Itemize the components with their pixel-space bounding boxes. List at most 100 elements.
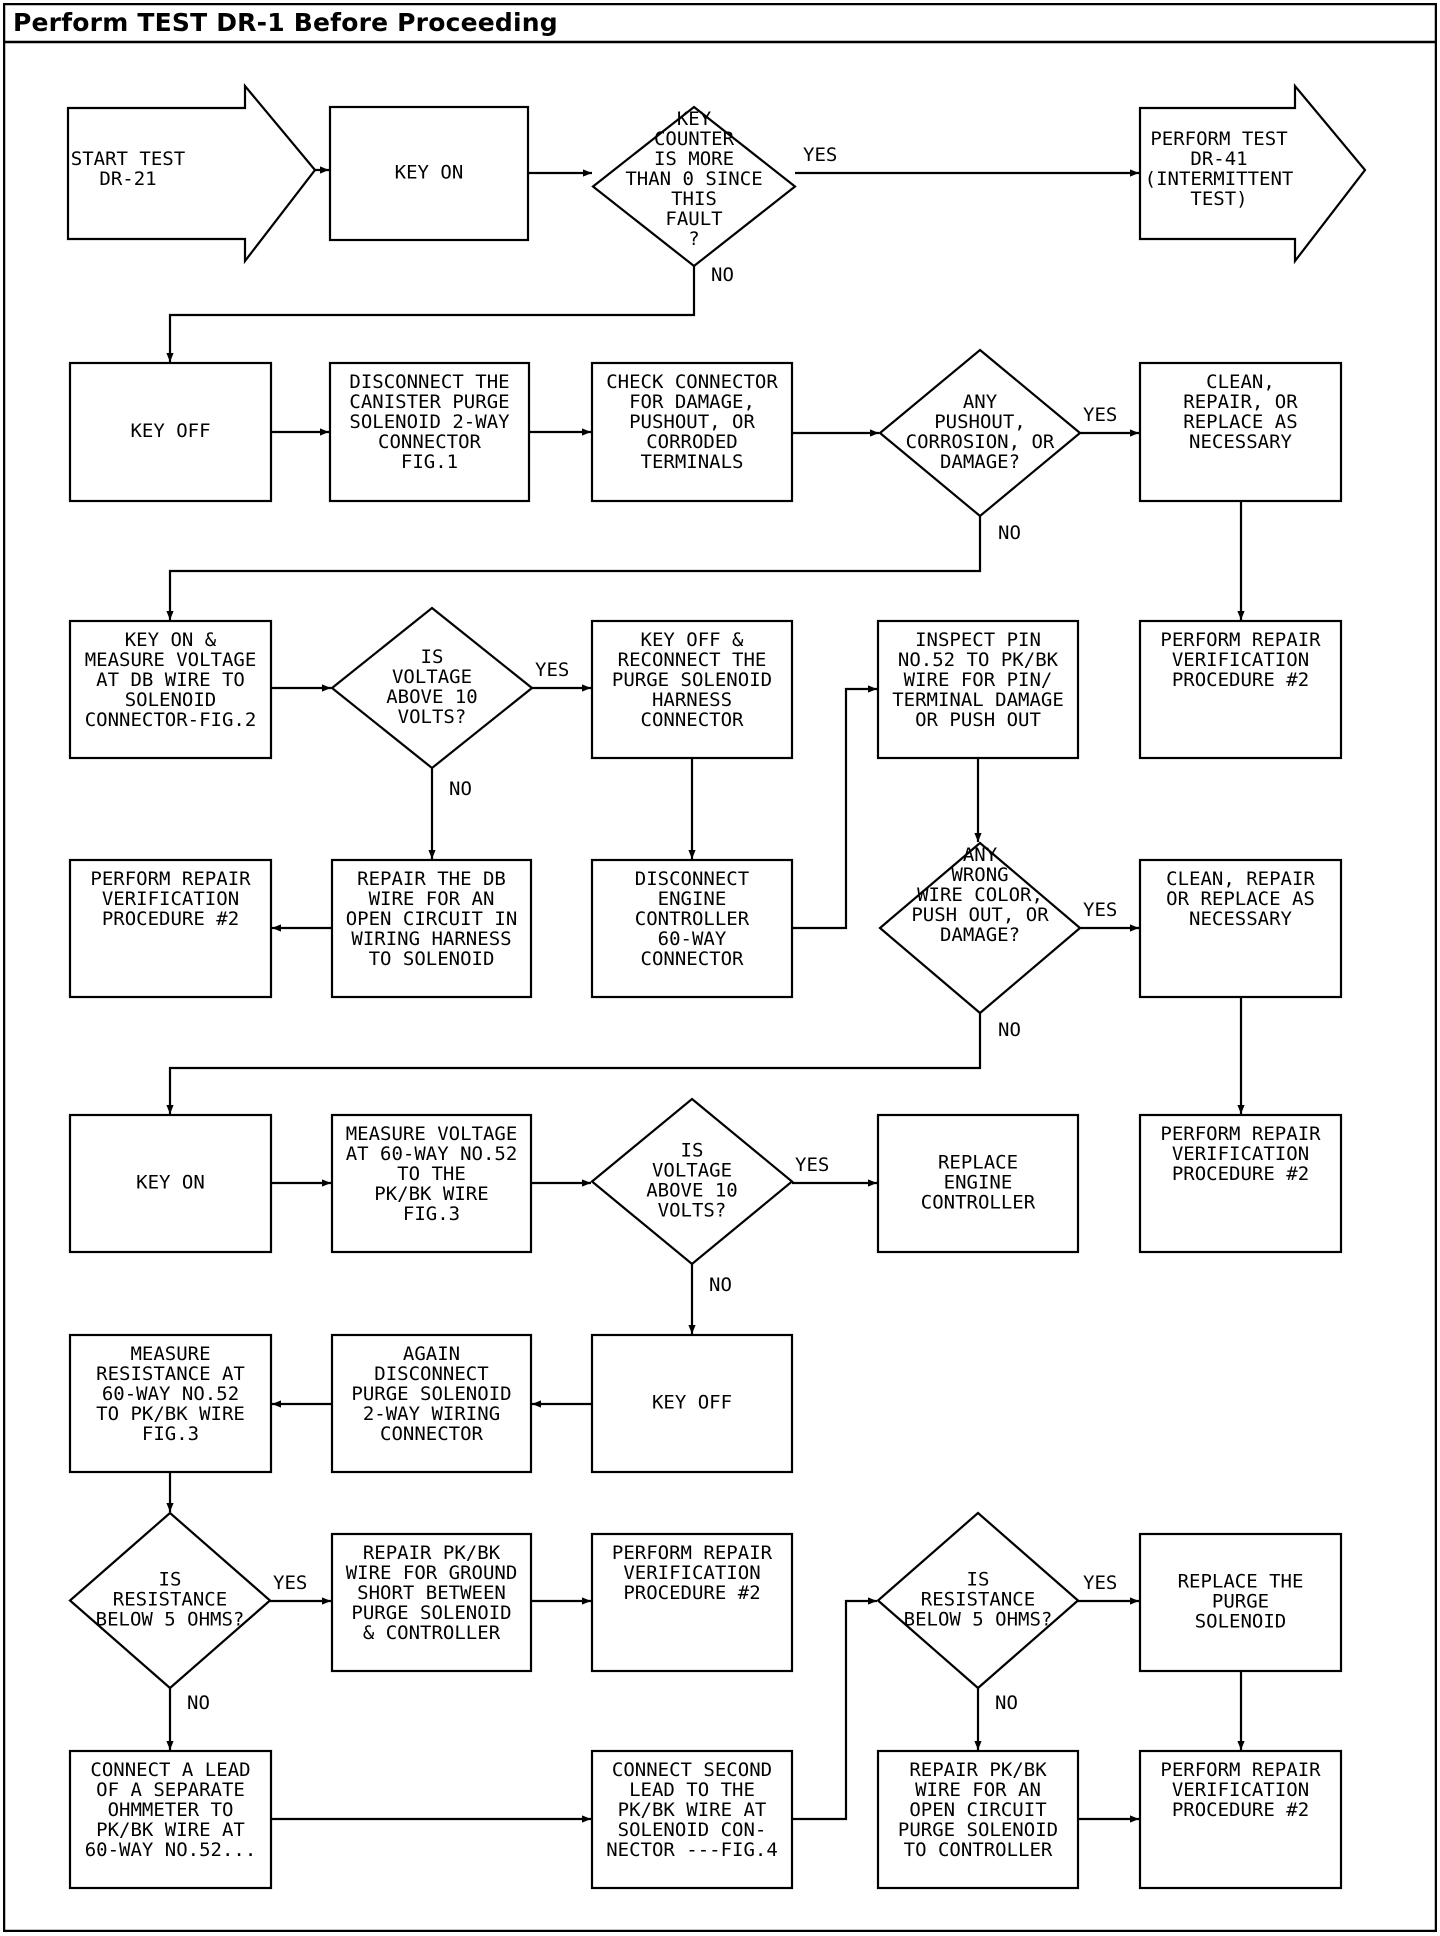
- node-d-voltage-2-diamond: [590, 1097, 794, 1266]
- node-d-voltage-2-line-2: VOLTAGE: [652, 1160, 732, 1182]
- node-reconnect-line-3: PURGE SOLENOID: [612, 669, 772, 691]
- node-clean-repair-1-box: [1138, 361, 1343, 503]
- node-d-key-counter-line-4: THAN 0 SINCE: [625, 168, 762, 190]
- node-d-wrong-wire-diamond: [878, 841, 1082, 1015]
- node-reconnect-line-1: KEY OFF &: [641, 629, 745, 651]
- node-check-connector-line-2: FOR DAMAGE,: [629, 391, 755, 413]
- node-perform-dr41-line-3: (INTERMITTENT: [1145, 168, 1294, 190]
- page-title: Perform TEST DR-1 Before Proceeding: [13, 8, 558, 37]
- outer-border: [3, 3, 1437, 1932]
- node-measure-db-line-3: AT DB WIRE TO: [96, 669, 245, 691]
- node-measure-db-line-4: SOLENOID: [125, 689, 217, 711]
- edge-second-to-decision: [792, 1597, 877, 1821]
- node-verify-4-line-3: PROCEDURE #2: [623, 1582, 760, 1604]
- label-no-1: NO: [711, 264, 734, 286]
- node-clean-repair-2-box: [1138, 858, 1343, 999]
- node-perform-dr41-line-4: TEST): [1190, 188, 1247, 210]
- node-key-on-2-box: [68, 1113, 273, 1254]
- node-connect-second-box: [590, 1749, 794, 1890]
- node-connect-lead-line-1: CONNECT A LEAD: [90, 1759, 250, 1781]
- node-measure-60way-line-2: AT 60-WAY NO.52: [346, 1143, 518, 1165]
- node-d-wrong-wire-line-2: WRONG: [951, 864, 1008, 886]
- node-d-pushout-line-4: DAMAGE?: [940, 451, 1020, 473]
- node-d-pushout-diamond: [878, 348, 1082, 518]
- node-repair-db-line-2: WIRE FOR AN: [369, 888, 495, 910]
- node-replace-solenoid-line-1: REPLACE THE: [1178, 1571, 1304, 1593]
- node-reconnect-box: [590, 619, 794, 760]
- node-again-disconnect-line-2: DISCONNECT: [374, 1363, 488, 1385]
- node-verify-3-line-1: PERFORM REPAIR: [1160, 1123, 1321, 1145]
- node-d-res-1-line-3: BELOW 5 OHMS?: [96, 1609, 245, 1631]
- node-key-off-2-box: [590, 1333, 794, 1474]
- label-yes-4: YES: [1083, 899, 1117, 921]
- node-measure-res-line-2: RESISTANCE AT: [96, 1363, 245, 1385]
- node-check-connector-box: [590, 361, 794, 503]
- node-inspect-pin-line-3: WIRE FOR PIN/: [904, 669, 1053, 691]
- node-disconnect-ecu-line-5: CONNECTOR: [641, 948, 745, 970]
- node-measure-res-line-1: MEASURE: [130, 1343, 210, 1365]
- node-measure-db-line-1: KEY ON &: [125, 629, 217, 651]
- node-verify-3-line-3: PROCEDURE #2: [1172, 1163, 1309, 1185]
- node-connect-second-line-5: NECTOR ---FIG.4: [606, 1839, 778, 1861]
- node-key-on-1-box: [328, 105, 530, 242]
- flow-connectors: [166, 166, 1245, 1823]
- node-verify-5-line-3: PROCEDURE #2: [1172, 1799, 1309, 1821]
- node-d-key-counter-line-3: IS MORE: [654, 148, 734, 170]
- node-key-off-1-line-1: KEY OFF: [130, 420, 210, 442]
- node-perform-dr41-line-2: DR-41: [1190, 148, 1247, 170]
- label-yes-1: YES: [803, 144, 837, 166]
- node-check-connector-line-5: TERMINALS: [641, 451, 744, 473]
- node-replace-ecu-line-2: ENGINE: [944, 1172, 1013, 1194]
- node-measure-60way-line-5: FIG.3: [403, 1203, 460, 1225]
- label-no-3: NO: [449, 778, 472, 800]
- node-start-line-1: START TEST: [71, 148, 185, 170]
- node-clean-repair-1-line-3: REPLACE AS: [1183, 411, 1297, 433]
- node-verify-1-line-2: VERIFICATION: [1172, 649, 1309, 671]
- edge-no-to-keyon2: [166, 1013, 982, 1114]
- node-clean-repair-2-line-2: OR REPLACE AS: [1166, 888, 1315, 910]
- node-d-wrong-wire-line-1: ANY: [963, 844, 998, 866]
- node-verify-5-line-1: PERFORM REPAIR: [1160, 1759, 1321, 1781]
- node-connect-lead-line-3: OHMMETER TO: [108, 1799, 234, 1821]
- node-d-res-1-line-1: IS: [159, 1569, 182, 1591]
- node-clean-repair-2-line-1: CLEAN, REPAIR: [1166, 868, 1315, 890]
- node-d-wrong-wire-line-3: WIRE COLOR,: [917, 884, 1043, 906]
- node-verify-4-box: [590, 1532, 794, 1673]
- node-d-res-2-line-1: IS: [967, 1569, 990, 1591]
- node-repair-db-line-3: OPEN CIRCUIT IN: [346, 908, 518, 930]
- node-verify-4-line-1: PERFORM REPAIR: [612, 1542, 773, 1564]
- node-measure-res-line-5: FIG.3: [142, 1423, 199, 1445]
- node-disconnect-ecu-line-3: CONTROLLER: [635, 908, 750, 930]
- node-clean-repair-1-line-4: NECESSARY: [1189, 431, 1293, 453]
- node-again-disconnect-box: [330, 1333, 533, 1474]
- node-connect-lead-line-2: OF A SEPARATE: [96, 1779, 245, 1801]
- node-connect-second-line-4: SOLENOID CON-: [618, 1819, 767, 1841]
- node-repair-short-line-1: REPAIR PK/BK: [363, 1542, 501, 1564]
- node-d-key-counter-line-6: FAULT: [665, 208, 722, 230]
- node-connect-lead-line-4: PK/BK WIRE AT: [96, 1819, 245, 1841]
- node-d-res-2-line-2: RESISTANCE: [921, 1589, 1035, 1611]
- node-measure-res-box: [68, 1333, 273, 1474]
- node-check-connector-line-4: CORRODED: [646, 431, 738, 453]
- node-repair-short-line-3: SHORT BETWEEN: [357, 1582, 506, 1604]
- node-d-res-2-line-3: BELOW 5 OHMS?: [904, 1609, 1053, 1631]
- node-disconnect-ecu-line-1: DISCONNECT: [635, 868, 749, 890]
- node-d-key-counter-line-7: ?: [688, 228, 699, 250]
- node-disconnect-ecu-box: [590, 858, 794, 999]
- node-clean-repair-1-line-2: REPAIR, OR: [1183, 391, 1298, 413]
- label-no-6: NO: [187, 1692, 210, 1714]
- label-yes-5: YES: [795, 1154, 829, 1176]
- node-replace-ecu-box: [876, 1113, 1080, 1254]
- label-yes-6: YES: [273, 1572, 307, 1594]
- node-connect-second-line-2: LEAD TO THE: [629, 1779, 755, 1801]
- node-again-disconnect-line-1: AGAIN: [403, 1343, 460, 1365]
- node-verify-5-box: [1138, 1749, 1343, 1890]
- node-start-arrow: [66, 82, 317, 265]
- node-repair-short-line-5: & CONTROLLER: [363, 1622, 501, 1644]
- node-disconnect-canister-line-5: FIG.1: [401, 451, 458, 473]
- node-measure-db-line-5: CONNECTOR-FIG.2: [85, 709, 257, 731]
- node-repair-db-line-5: TO SOLENOID: [369, 948, 495, 970]
- node-inspect-pin-box: [876, 619, 1080, 760]
- label-yes-2: YES: [1083, 404, 1117, 426]
